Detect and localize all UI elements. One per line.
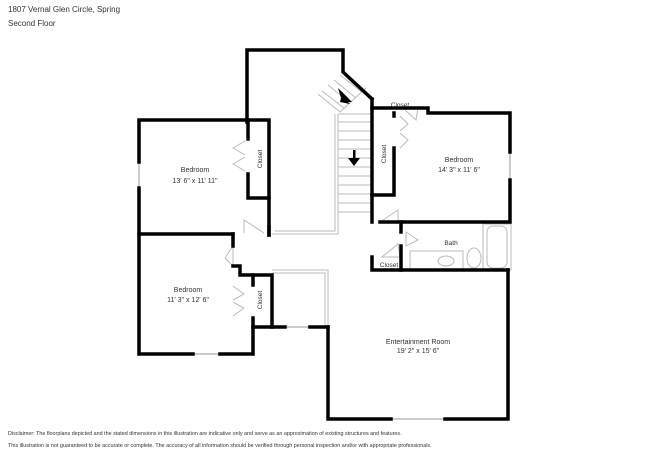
closet-sw-label: Closet bbox=[257, 291, 264, 310]
bedroom-nw-dims: 13' 6" x 11' 11" bbox=[172, 178, 218, 185]
disclaimer-line-2: This illustration is not guaranteed to b… bbox=[8, 443, 432, 449]
closet-bath-label: Closet bbox=[380, 262, 399, 269]
bedroom-sw-name: Bedroom bbox=[174, 287, 203, 294]
walls bbox=[137, 48, 512, 421]
bedroom-nw-name: Bedroom bbox=[181, 167, 210, 174]
fixtures bbox=[138, 74, 512, 420]
bedroom-sw-dims: 11' 3" x 12' 6" bbox=[167, 297, 209, 304]
stair-arrow-diagonal-icon bbox=[338, 88, 352, 104]
floor-label: Second Floor bbox=[8, 19, 56, 28]
disclaimer-line-1: Disclaimer: The floorplans depicted and … bbox=[8, 431, 402, 437]
closet-nw-label: Closet bbox=[257, 150, 264, 169]
stair-arrow-down-icon bbox=[348, 150, 360, 166]
entertainment-dims: 19' 2" x 15' 6" bbox=[397, 348, 440, 355]
bedroom-e-name: Bedroom bbox=[445, 157, 474, 164]
entertainment-name: Entertainment Room bbox=[386, 339, 450, 346]
closet-e-top-label: Closet bbox=[391, 102, 410, 109]
bath-label: Bath bbox=[444, 240, 458, 247]
closet-e-side-label: Closet bbox=[381, 145, 388, 164]
bedroom-e-dims: 14' 3" x 11' 6" bbox=[438, 167, 480, 174]
property-address: 1807 Vernal Glen Circle, Spring bbox=[8, 5, 121, 14]
